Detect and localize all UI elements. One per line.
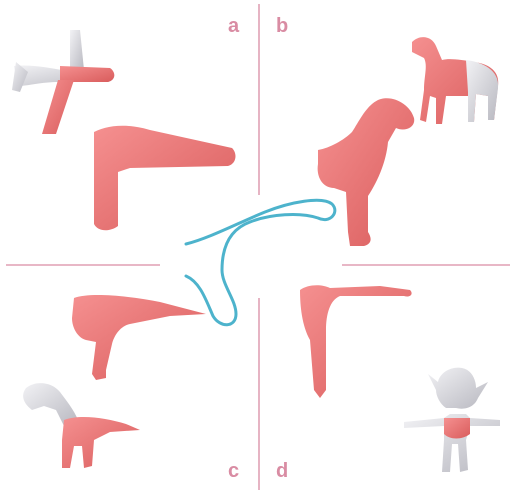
goblin-body-part	[300, 285, 412, 398]
dinosaur-body-part	[72, 295, 206, 380]
panel-label-d: d	[276, 461, 288, 481]
airplane-model	[12, 30, 114, 134]
dinosaur-model	[23, 383, 140, 468]
horse-body-part	[318, 98, 415, 246]
panel-label-c: c	[228, 461, 239, 481]
panel-label-a: a	[228, 16, 239, 36]
panel-label-b: b	[276, 16, 288, 36]
horse-model	[412, 37, 498, 124]
airplane-wing-part	[94, 126, 235, 231]
goblin-model	[404, 368, 500, 472]
